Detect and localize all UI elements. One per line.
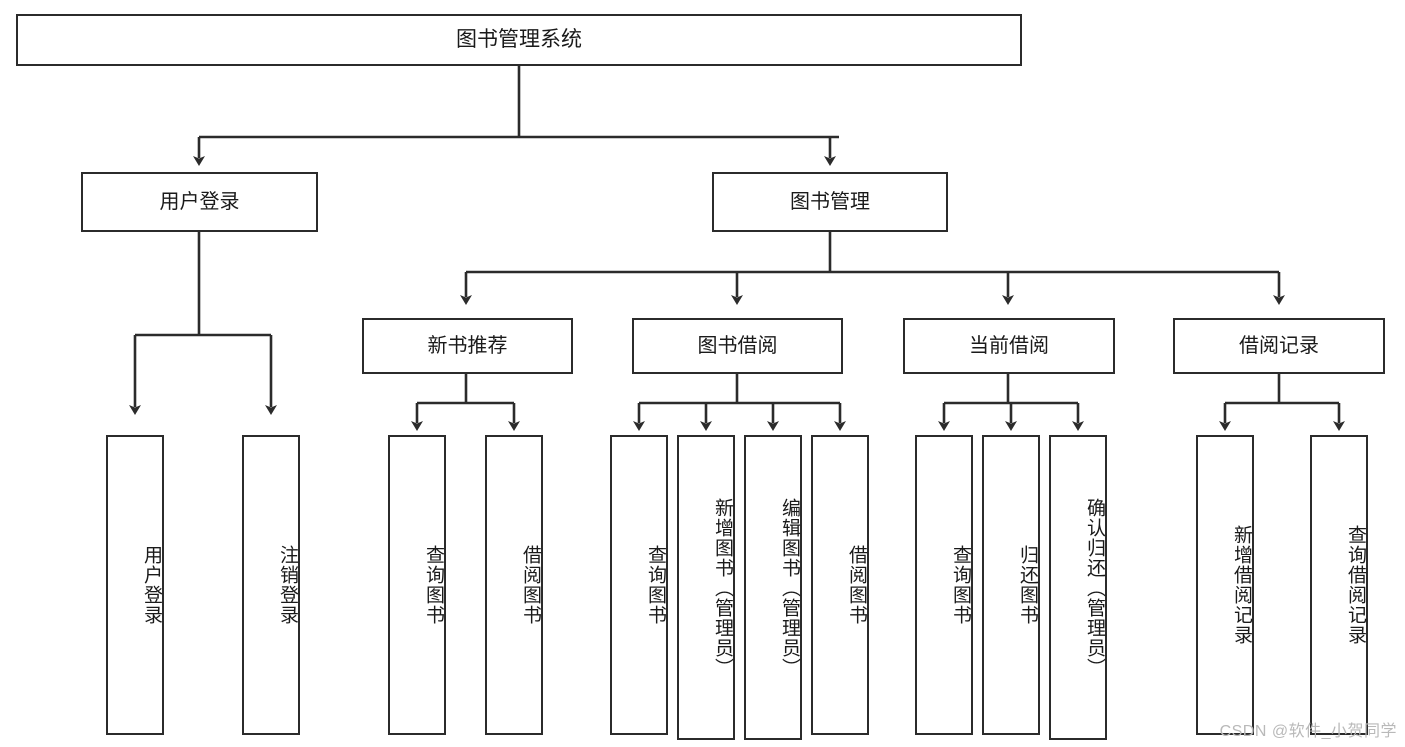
leaf-borrow-record-add[interactable]: 新增借阅记录 [1196,435,1254,735]
leaf-label: 查询图书 [645,545,666,625]
leaf-current-borrow-return[interactable]: 归还图书 [982,435,1040,735]
leaf-label: 新增图书（管理员） [712,497,733,678]
leaf-label: 查询图书 [950,545,971,625]
leaf-current-borrow-confirm-return[interactable]: 确认归还（管理员） [1049,435,1107,740]
watermark: CSDN @软件_小贺同学 [1219,723,1397,740]
leaf-current-borrow-query[interactable]: 查询图书 [915,435,973,735]
leaf-user-login-login[interactable]: 用户登录 [106,435,164,735]
leaf-label: 查询图书 [423,545,444,625]
node-borrow-record[interactable]: 借阅记录 [1173,318,1385,374]
node-root-system[interactable]: 图书管理系统 [16,14,1022,66]
leaf-user-login-logout[interactable]: 注销登录 [242,435,300,735]
node-current-borrow[interactable]: 当前借阅 [903,318,1115,374]
leaf-label: 编辑图书（管理员） [779,497,800,678]
leaf-book-borrow-add[interactable]: 新增图书（管理员） [677,435,735,740]
leaf-new-book-borrow[interactable]: 借阅图书 [485,435,543,735]
node-book-borrow[interactable]: 图书借阅 [632,318,843,374]
leaf-label: 查询借阅记录 [1345,525,1366,645]
leaf-book-borrow-borrow[interactable]: 借阅图书 [811,435,869,735]
leaf-new-book-query[interactable]: 查询图书 [388,435,446,735]
leaf-label: 借阅图书 [846,545,867,625]
node-new-book-recommend[interactable]: 新书推荐 [362,318,573,374]
leaf-label: 注销登录 [277,545,298,625]
leaf-label: 确认归还（管理员） [1084,497,1105,678]
leaf-label: 借阅图书 [520,545,541,625]
leaf-label: 新增借阅记录 [1231,525,1252,645]
node-user-login[interactable]: 用户登录 [81,172,318,232]
leaf-label: 用户登录 [141,545,162,625]
leaf-book-borrow-query[interactable]: 查询图书 [610,435,668,735]
leaf-label: 归还图书 [1017,545,1038,625]
leaf-book-borrow-edit[interactable]: 编辑图书（管理员） [744,435,802,740]
leaf-borrow-record-query[interactable]: 查询借阅记录 [1310,435,1368,735]
node-book-management[interactable]: 图书管理 [712,172,948,232]
